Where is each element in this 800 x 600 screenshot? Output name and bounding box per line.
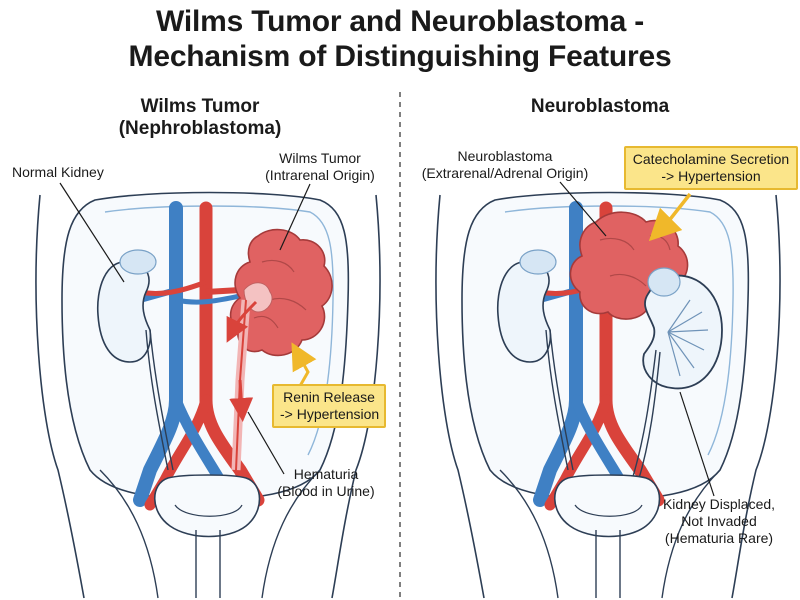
displaced-line-2: Not Invaded bbox=[681, 513, 757, 529]
neuroblastoma-label: Neuroblastoma (Extrarenal/Adrenal Origin… bbox=[410, 148, 600, 182]
renin-release-callout: Renin Release -> Hypertension bbox=[272, 384, 386, 428]
hematuria-line-1: Hematuria bbox=[293, 466, 359, 482]
left-heading-line-1: Wilms Tumor bbox=[140, 96, 260, 117]
left-body-outline bbox=[35, 194, 381, 599]
renin-line-1: Renin Release bbox=[283, 389, 375, 405]
renin-arrow bbox=[291, 342, 317, 387]
right-bladder bbox=[554, 474, 661, 538]
right-body-outline bbox=[435, 194, 781, 599]
leader-displaced-kidney bbox=[679, 391, 715, 497]
wilms-tumor-label-line-2: (Intrarenal Origin) bbox=[265, 167, 375, 183]
leader-wilms-tumor bbox=[279, 183, 311, 251]
displaced-line-3: (Hematuria Rare) bbox=[664, 530, 774, 546]
right-anatomy bbox=[435, 191, 781, 599]
leader-hematuria bbox=[247, 411, 285, 475]
neuroblastoma-label-line-2: (Extrarenal/Adrenal Origin) bbox=[421, 165, 589, 181]
right-normal-kidney bbox=[496, 261, 552, 363]
neuroblastoma-label-line-1: Neuroblastoma bbox=[457, 148, 553, 164]
wilms-tumor-label-line-1: Wilms Tumor bbox=[279, 150, 361, 166]
displaced-line-1: Kidney Displaced, bbox=[662, 496, 776, 512]
left-panel-heading: Wilms Tumor (Nephroblastoma) bbox=[80, 96, 320, 140]
catecholamine-arrow bbox=[648, 192, 692, 242]
left-adrenal-gland bbox=[119, 249, 157, 275]
normal-kidney-label: Normal Kidney bbox=[12, 164, 104, 180]
title-line-1: Wilms Tumor and Neuroblastoma - bbox=[155, 5, 645, 38]
hematuria-label: Hematuria (Blood in Urine) bbox=[256, 466, 396, 500]
page-title: Wilms Tumor and Neuroblastoma - Mechanis… bbox=[0, 4, 800, 74]
displaced-kidney bbox=[642, 274, 723, 390]
hematuria-line-2: (Blood in Urine) bbox=[277, 483, 375, 499]
wilms-tumor-mass bbox=[229, 228, 333, 357]
catechol-line-1: Catecholamine Secretion bbox=[632, 151, 790, 167]
right-panel-heading: Neuroblastoma bbox=[530, 96, 670, 117]
catechol-line-2: -> Hypertension bbox=[661, 168, 761, 184]
left-normal-kidney bbox=[96, 261, 152, 363]
catecholamine-callout: Catecholamine Secretion -> Hypertension bbox=[624, 146, 798, 190]
title-line-2: Mechanism of Distinguishing Features bbox=[128, 40, 672, 73]
renin-line-2: -> Hypertension bbox=[280, 406, 380, 422]
wilms-tumor-label: Wilms Tumor (Intrarenal Origin) bbox=[250, 150, 390, 184]
left-bladder bbox=[154, 474, 261, 538]
left-heading-line-2: (Nephroblastoma) bbox=[118, 118, 282, 139]
kidney-displaced-label: Kidney Displaced, Not Invaded (Hematuria… bbox=[644, 496, 794, 547]
leader-normal-kidney bbox=[59, 182, 125, 283]
leader-neuroblastoma bbox=[559, 181, 607, 237]
